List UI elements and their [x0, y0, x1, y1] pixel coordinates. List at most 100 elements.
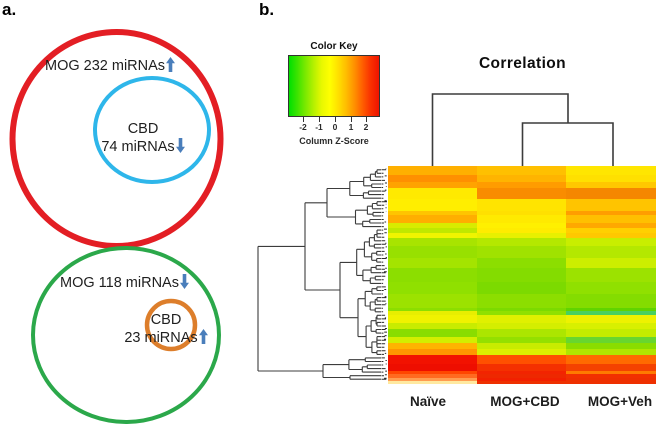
heatmap-cell [477, 175, 566, 182]
heatmap-cell [477, 329, 566, 337]
heatmap-column-2 [477, 166, 566, 384]
venn-circles-svg [9, 29, 224, 424]
cbd-23-circle [144, 298, 198, 352]
heatmap-cell [566, 315, 656, 323]
down-arrow-icon [179, 274, 189, 289]
heatmap-cell [477, 323, 566, 329]
heatmap-cell [566, 246, 656, 258]
panel-b-letter: b. [259, 0, 275, 19]
heatmap-cell [477, 282, 566, 294]
heatmap-cell [566, 371, 656, 374]
heatmap-cell [477, 374, 566, 378]
heatmap-cell [566, 374, 656, 378]
cbd-23-label: CBD 23 miRNAs [116, 311, 216, 347]
color-key-tick [351, 117, 353, 122]
heatmap-cell [388, 294, 477, 308]
heatmap-cell [566, 343, 656, 349]
cbd-74-label: CBD 74 miRNAs [93, 120, 193, 156]
color-key-tick-label: 0 [332, 122, 338, 132]
heatmap-cell [477, 223, 566, 228]
heatmap-cell [388, 233, 477, 238]
heatmap-col-label-mogveh: MOG+Veh [587, 394, 653, 409]
heatmap-cell [477, 211, 566, 215]
heatmap-cell [477, 343, 566, 349]
panel-a-letter: a. [2, 0, 17, 19]
heatmap-cell [388, 381, 477, 384]
heatmap-cell [566, 355, 656, 364]
heatmap-cell [388, 238, 477, 246]
heatmap-cell [566, 268, 656, 282]
heatmap-cell [388, 371, 477, 374]
heatmap-cell [388, 329, 477, 337]
heatmap-cell [477, 166, 566, 175]
heatmap-cell [388, 166, 477, 175]
heatmap-cell [477, 355, 566, 364]
heatmap-cell [566, 329, 656, 337]
heatmap-cell [566, 378, 656, 381]
heatmap-cell [388, 378, 477, 381]
color-key-tick-label: 2 [363, 122, 369, 132]
color-key-tick [319, 117, 320, 122]
heatmap-cell [388, 364, 477, 371]
heatmap-cell [566, 223, 656, 228]
heatmap-cell [566, 215, 656, 223]
heatmap-cell [566, 349, 656, 355]
heatmap-cell [566, 311, 656, 315]
heatmap-cell [477, 228, 566, 233]
heatmap-cell [566, 182, 656, 188]
heatmap-cell [566, 308, 656, 311]
mog-118-circle [31, 246, 221, 424]
cbd-74-circle [93, 76, 211, 184]
heatmap-cell [566, 233, 656, 238]
heatmap-cell [477, 371, 566, 374]
heatmap-col-label-naive: Naïve [409, 394, 447, 409]
heatmap-cell [388, 374, 477, 378]
heatmap-cell [388, 349, 477, 355]
heatmap-cell [566, 211, 656, 215]
heatmap-cell [388, 308, 477, 311]
heatmap-cell [388, 182, 477, 188]
heatmap-cell [388, 215, 477, 223]
heatmap-cell [566, 199, 656, 211]
heatmap-title: Correlation [478, 55, 567, 72]
heatmap-cell [477, 188, 566, 199]
heatmap-cell [388, 311, 477, 315]
heatmap-cell [388, 337, 477, 343]
heatmap-column-1 [388, 166, 477, 384]
color-key-tick [335, 117, 336, 122]
heatmap-cell [388, 258, 477, 268]
color-key-tick-label: -1 [315, 122, 323, 132]
heatmap-cell [477, 311, 566, 315]
heatmap-cell [566, 228, 656, 233]
color-key-ticks [288, 117, 380, 122]
heatmap-cell [566, 294, 656, 308]
heatmap-cell [477, 233, 566, 238]
heatmap-cell [477, 215, 566, 223]
heatmap-cell [477, 308, 566, 311]
heatmap-cell [477, 246, 566, 258]
heatmap-cell [566, 258, 656, 268]
heatmap-cell [388, 282, 477, 294]
heatmap-cell [477, 258, 566, 268]
heatmap-cell [388, 223, 477, 228]
heatmap-cell [477, 268, 566, 282]
heatmap-cell [388, 323, 477, 329]
heatmap-cell [477, 199, 566, 211]
heatmap-cell [566, 337, 656, 343]
color-key-gradient [288, 55, 380, 117]
color-key-tick [302, 117, 304, 122]
heatmap-cell [388, 175, 477, 182]
heatmap-cell [388, 315, 477, 323]
color-key-tick-label: -2 [299, 122, 307, 132]
heatmap-cell [388, 343, 477, 349]
heatmap-col-label-mogcbd: MOG+CBD [490, 394, 560, 409]
mog-232-circle [9, 29, 224, 249]
mog-118-label: MOG 118 miRNAs [60, 274, 189, 292]
color-key-title: Color Key [310, 41, 358, 52]
heatmap-cell [566, 238, 656, 246]
heatmap-cell [566, 166, 656, 175]
heatmap-column-3 [566, 166, 656, 384]
